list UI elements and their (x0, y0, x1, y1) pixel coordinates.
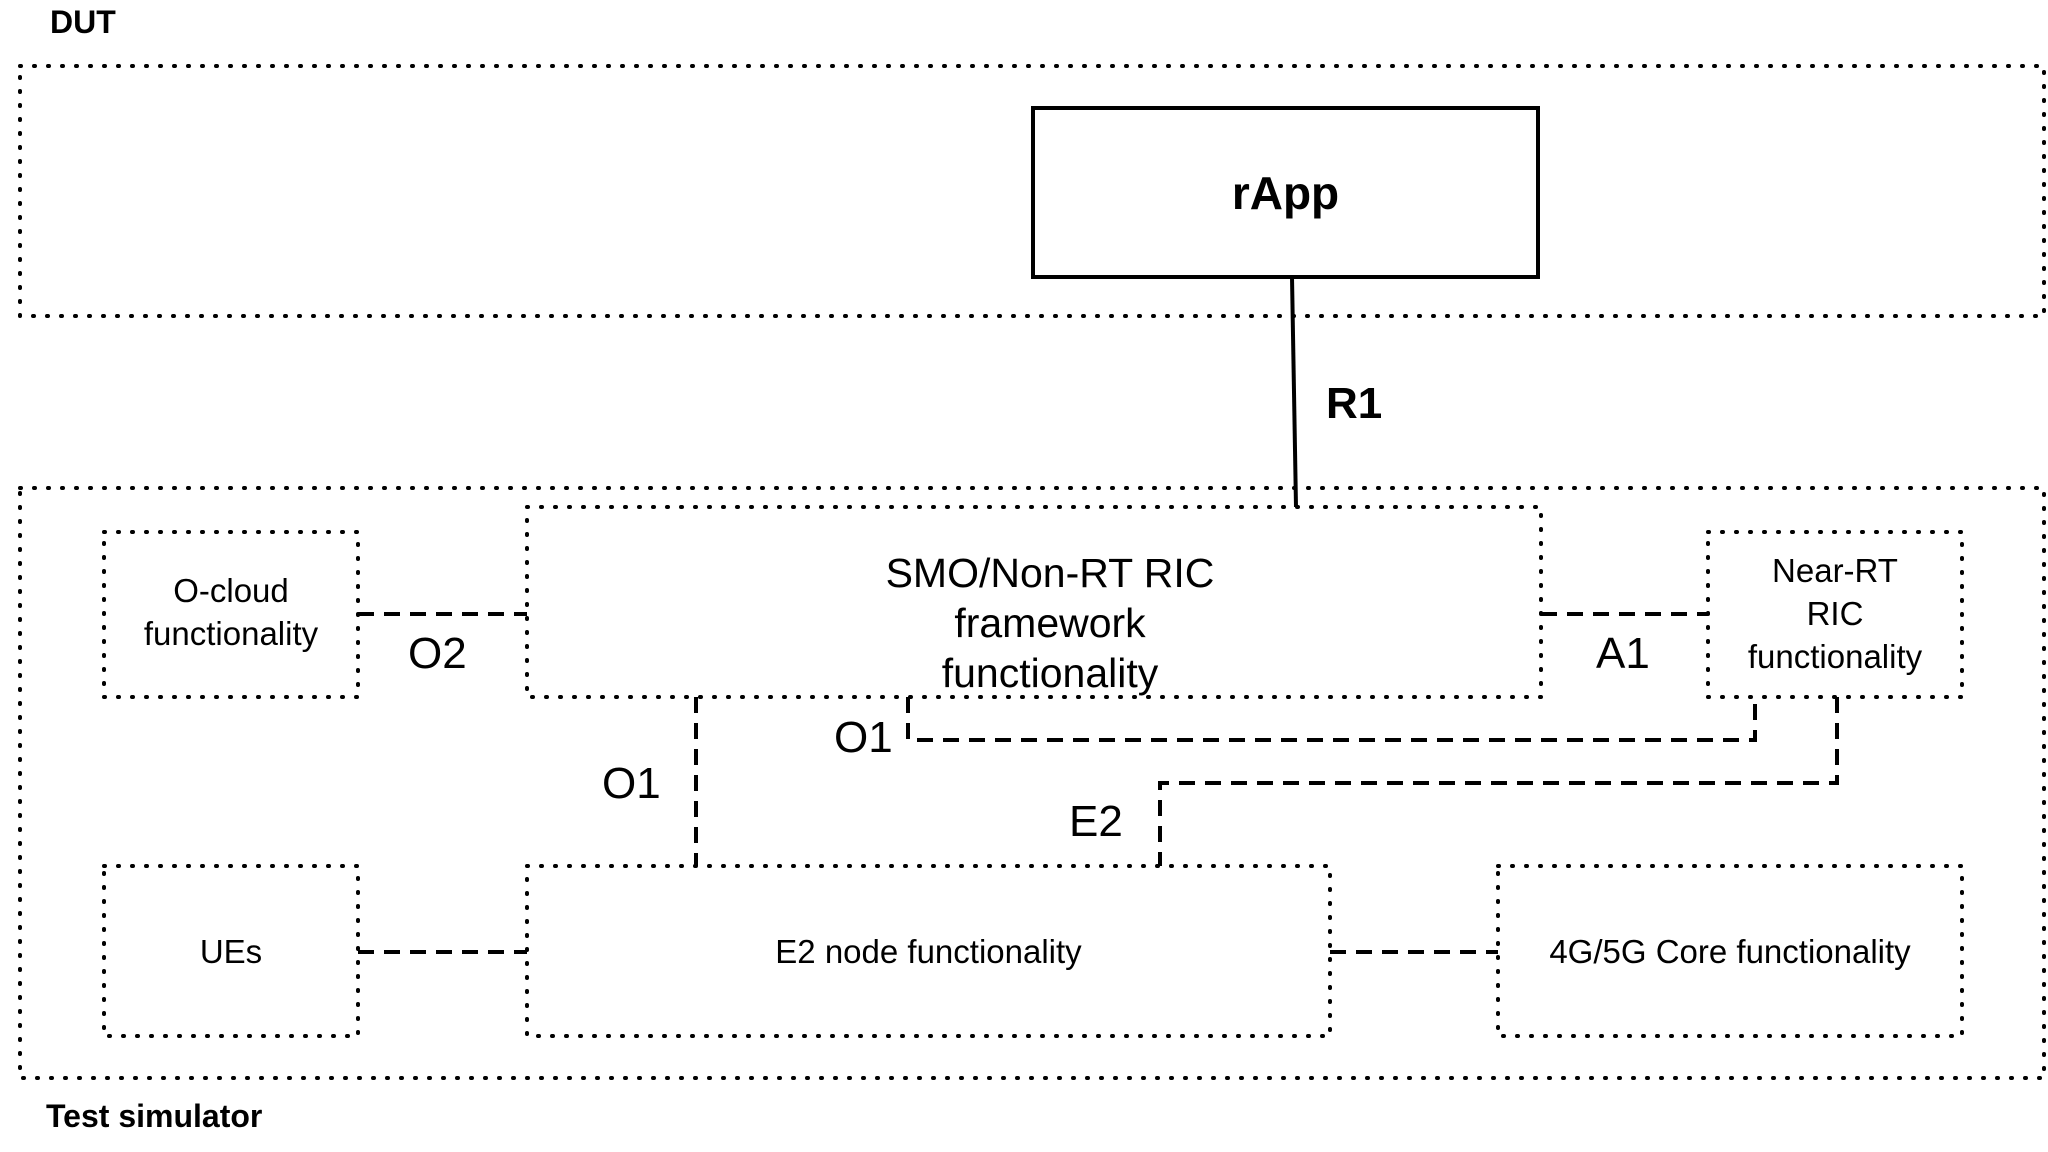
e2node-label: E2 node functionality (775, 933, 1082, 970)
core-label: 4G/5G Core functionality (1549, 933, 1911, 970)
near-rt-label: Near-RT RIC functionality (1747, 552, 1923, 675)
dut-container (18, 64, 2046, 318)
e2-connector (1158, 697, 1839, 866)
core-box (1496, 864, 1964, 1038)
ocloud-label: O-cloud functionality (143, 572, 319, 652)
rapp-label: rApp (1231, 167, 1340, 219)
o1-right-connector (906, 697, 1757, 742)
ues-label: UEs (199, 933, 263, 970)
dut-label: DUT (50, 4, 116, 40)
o2-interface-label: O2 (408, 629, 467, 678)
r1-interface-label: R1 (1326, 379, 1383, 428)
rapp-box (1031, 106, 1540, 279)
test-simulator-container (18, 486, 2046, 1080)
smo-box (525, 505, 1543, 699)
test-simulator-label: Test simulator (46, 1098, 263, 1134)
e2-interface-label: E2 (1069, 797, 1123, 846)
smo-label: SMO/Non-RT RIC framework functionality (885, 550, 1215, 697)
r1-connector (1290, 276, 1298, 508)
o1-left-interface-label: O1 (602, 759, 661, 808)
o1-right-interface-label: O1 (834, 713, 893, 762)
a1-interface-label: A1 (1596, 629, 1650, 678)
